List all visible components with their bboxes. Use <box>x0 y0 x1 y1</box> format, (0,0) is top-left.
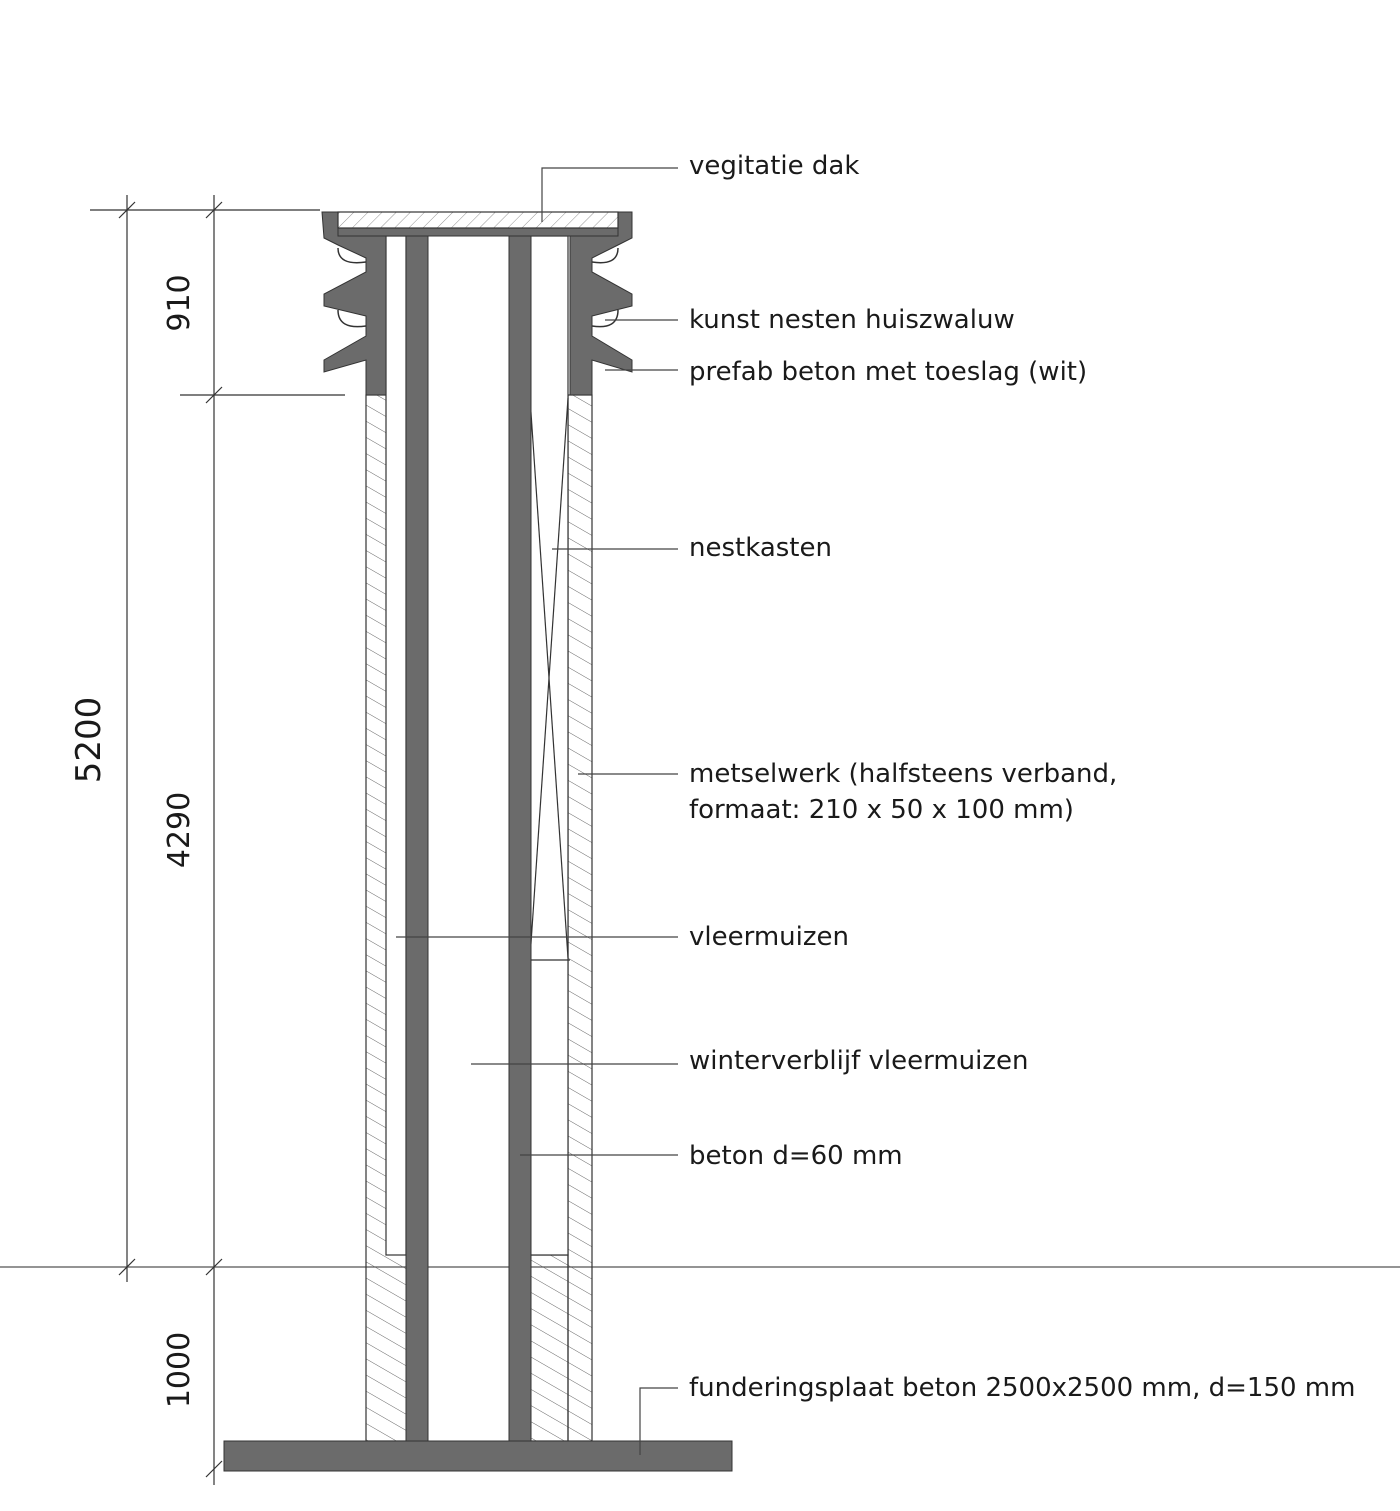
label-swallow-nests: kunst nesten huiszwaluw <box>689 305 1015 335</box>
label-masonry-line2: formaat: 210 x 50 x 100 mm) <box>689 795 1074 825</box>
dimension-top: 910 <box>162 274 197 331</box>
label-foundation: funderingsplaat beton 2500x2500 mm, d=15… <box>689 1373 1355 1403</box>
dimension-shaft: 4290 <box>162 792 197 868</box>
foundation-plate <box>223 1440 733 1472</box>
label-masonry-line1: metselwerk (halfsteens verband, <box>689 759 1117 789</box>
label-vegetation-roof: vegitatie dak <box>689 151 859 181</box>
bat-cavity <box>385 235 407 1256</box>
label-bats: vleermuizen <box>689 922 849 952</box>
dimension-total: 5200 <box>69 697 109 784</box>
vegetation-roof <box>337 211 619 229</box>
swallow-nest-cups <box>337 247 619 328</box>
label-prefab-concrete: prefab beton met toeslag (wit) <box>689 357 1087 387</box>
concrete-wall-left <box>405 235 429 1442</box>
nestbox-cross <box>529 397 570 961</box>
label-concrete-wall: beton d=60 mm <box>689 1141 903 1171</box>
label-nest-boxes: nestkasten <box>689 533 832 563</box>
label-bat-winter: winterverblijf vleermuizen <box>689 1046 1029 1076</box>
concrete-wall-right <box>508 235 532 1442</box>
leader-lines <box>396 167 678 1455</box>
prefab-concrete-head <box>321 211 633 396</box>
dimension-below-ground: 1000 <box>162 1332 197 1408</box>
dimension-lines <box>90 195 345 1485</box>
nestbox-cavity <box>529 235 569 1256</box>
